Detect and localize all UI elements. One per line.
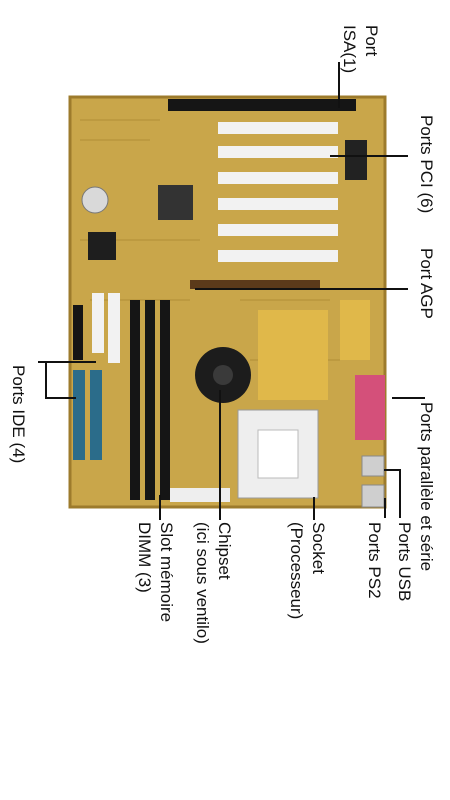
floppy-port <box>73 305 83 360</box>
dimm-slot <box>130 300 140 500</box>
label-chipset-line1: Chipset <box>215 522 234 580</box>
pci-chip <box>345 140 367 180</box>
chipset-fan-hub <box>213 365 233 385</box>
usb-leader <box>384 469 401 518</box>
label-agp: Port AGP <box>417 248 436 319</box>
label-socket-line1: Socket <box>309 522 328 574</box>
dimm-slots <box>130 300 170 500</box>
pci-slot <box>218 122 338 134</box>
dimm-slot <box>145 300 155 500</box>
pci-slot <box>218 172 338 184</box>
battery <box>81 186 109 214</box>
ide-port <box>73 370 85 460</box>
label-ps2: Ports PS2 <box>365 522 384 599</box>
label-dimm-line1: Slot mémoire <box>157 522 176 623</box>
dimm-slot <box>160 300 170 500</box>
ide-leader <box>45 362 76 399</box>
ps2-port <box>361 484 385 508</box>
power-connector <box>170 488 230 502</box>
board-shading <box>68 95 387 509</box>
vrm-area <box>340 300 370 360</box>
pci-slot <box>218 146 338 158</box>
pci-slot <box>218 250 338 262</box>
label-chipset-line2: (ici sous ventilo) <box>193 522 212 644</box>
isa-slot <box>168 99 356 111</box>
parallel-port <box>355 375 385 440</box>
leader-lines <box>38 62 425 520</box>
label-pci: Ports PCI (6) <box>417 115 436 214</box>
label-usb: Ports USB <box>395 522 414 602</box>
controller-chip <box>158 185 193 220</box>
label-dimm-line2: DIMM (3) <box>135 522 154 593</box>
label-parallel-serial: Ports parallèle et série <box>417 402 436 572</box>
ide-port <box>92 293 104 353</box>
pci-slot <box>218 224 338 236</box>
label-ide: Ports IDE (4) <box>9 365 28 464</box>
agp-slot <box>190 280 320 289</box>
raid-chip <box>88 232 116 260</box>
ide-port <box>108 293 120 363</box>
label-socket-line2: (Processeur) <box>287 522 306 620</box>
motherboard <box>70 97 385 507</box>
vrm-area <box>258 310 328 400</box>
label-isa-line2: ISA(1) <box>340 25 359 74</box>
cpu-socket-inner <box>257 429 299 479</box>
pci-slot <box>218 198 338 210</box>
pci-slots <box>218 122 338 262</box>
label-isa-line1: Port <box>362 25 381 57</box>
ide-port <box>90 370 102 460</box>
usb-port <box>361 455 385 477</box>
